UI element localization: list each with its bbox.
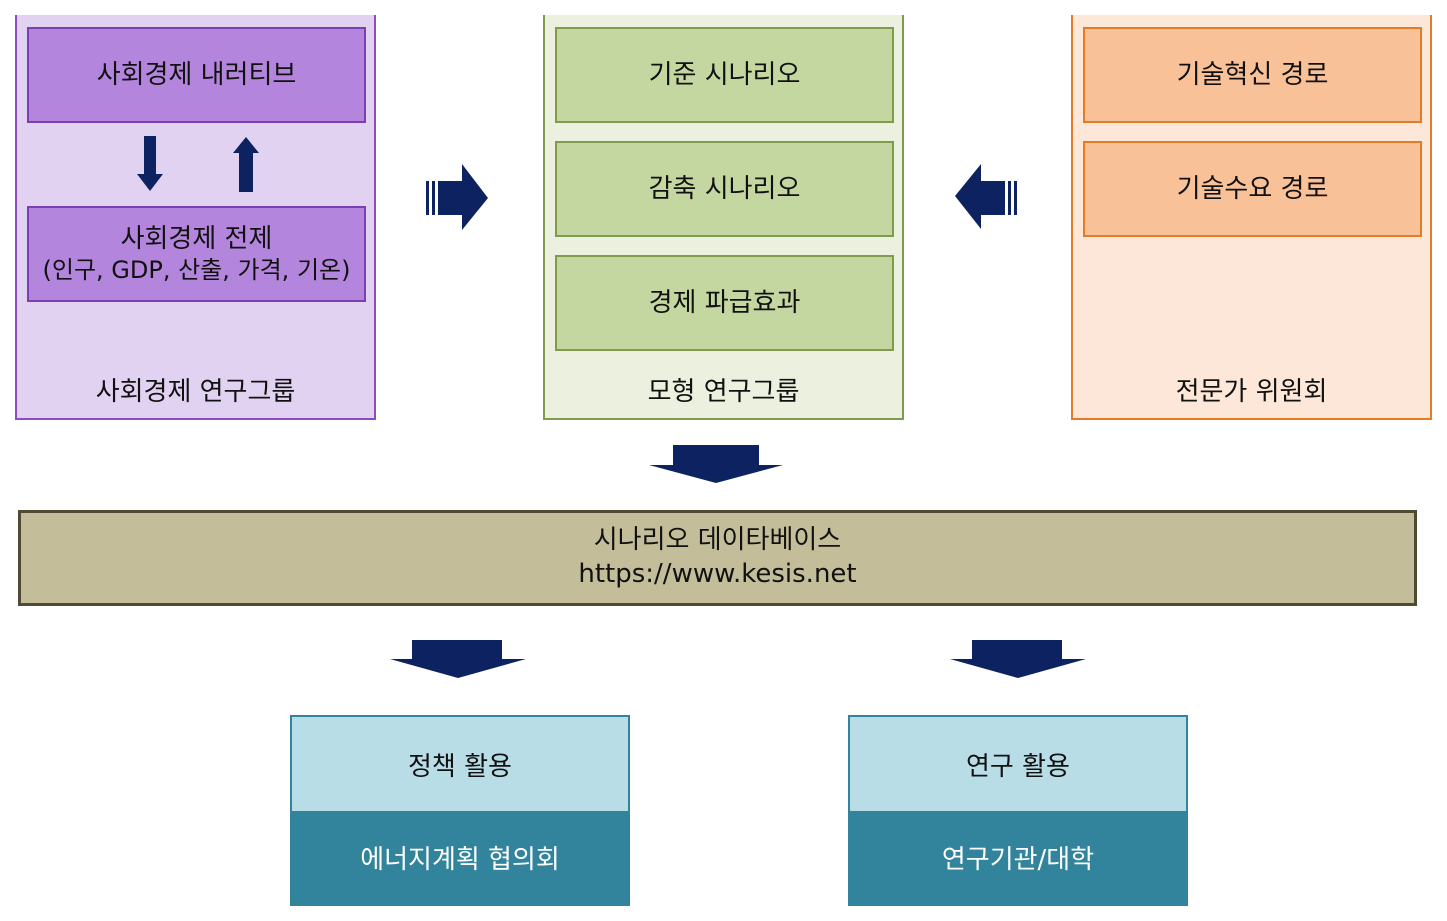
arrow-left-icon	[955, 164, 1017, 229]
socioeconomic-assumptions-box: 사회경제 전제 (인구, GDP, 산출, 가격, 기온)	[27, 206, 366, 302]
policy-use-body: 에너지계획 협의회	[292, 811, 628, 904]
economic-impact-box: 경제 파급효과	[555, 255, 894, 351]
research-use-label: 연구 활용	[966, 751, 1070, 782]
policy-use-label: 정책 활용	[408, 751, 512, 782]
arrow-left-shape	[955, 164, 1005, 229]
mitigation-scenario-label: 감축 시나리오	[648, 173, 801, 204]
tech-demand-path-label: 기술수요 경로	[1176, 173, 1329, 204]
arrow-down-icon	[137, 136, 163, 191]
baseline-scenario-box: 기준 시나리오	[555, 27, 894, 123]
tech-demand-path-box: 기술수요 경로	[1083, 141, 1422, 237]
arrow-right-stripe	[432, 181, 435, 215]
scenario-database-url[interactable]: https://www.kesis.net	[578, 559, 857, 589]
socioeconomic-narrative-label: 사회경제 내러티브	[96, 59, 297, 90]
arrow-down-shape	[950, 640, 1086, 678]
arrow-right-shape	[438, 164, 488, 230]
tech-innovation-path-label: 기술혁신 경로	[1176, 59, 1329, 90]
expert-committee-group: 기술혁신 경로 기술수요 경로 전문가 위원회	[1071, 15, 1432, 420]
socioeconomic-research-group: 사회경제 내러티브 사회경제 전제 (인구, GDP, 산출, 가격, 기온) …	[15, 15, 376, 420]
socioeconomic-group-label: 사회경제 연구그룹	[95, 377, 296, 407]
research-use-card: 연구 활용 연구기관/대학	[848, 715, 1188, 906]
arrow-right-stripe	[426, 181, 429, 215]
arrow-down-icon	[950, 640, 1086, 678]
arrow-down-icon	[649, 445, 783, 483]
research-institutes-label: 연구기관/대학	[941, 845, 1095, 875]
policy-use-card: 정책 활용 에너지계획 협의회	[290, 715, 630, 906]
research-use-header: 연구 활용	[850, 717, 1186, 811]
socioeconomic-narrative-box: 사회경제 내러티브	[27, 27, 366, 123]
arrow-down-shape	[390, 640, 526, 678]
arrow-down-icon	[390, 640, 526, 678]
expert-group-label: 전문가 위원회	[1175, 377, 1328, 407]
arrow-down-shape	[137, 136, 163, 191]
arrow-left-stripe	[1014, 181, 1017, 215]
research-use-body: 연구기관/대학	[850, 811, 1186, 904]
tech-innovation-path-box: 기술혁신 경로	[1083, 27, 1422, 123]
socioeconomic-assumptions-title: 사회경제 전제	[120, 223, 273, 254]
baseline-scenario-label: 기준 시나리오	[648, 59, 801, 90]
energy-planning-council-label: 에너지계획 협의회	[360, 845, 560, 875]
arrow-down-shape	[649, 445, 783, 483]
arrow-up-icon	[233, 137, 259, 192]
policy-use-header: 정책 활용	[292, 717, 628, 811]
socioeconomic-assumptions-subtitle: (인구, GDP, 산출, 가격, 기온)	[42, 256, 351, 285]
model-group-label: 모형 연구그룹	[647, 377, 800, 407]
model-research-group: 기준 시나리오 감축 시나리오 경제 파급효과 모형 연구그룹	[543, 15, 904, 420]
scenario-database-title: 시나리오 데이타베이스	[593, 525, 842, 556]
mitigation-scenario-box: 감축 시나리오	[555, 141, 894, 237]
arrow-right-icon	[426, 164, 488, 230]
economic-impact-label: 경제 파급효과	[648, 287, 801, 318]
arrow-up-shape	[233, 137, 259, 192]
scenario-database-box: 시나리오 데이타베이스 https://www.kesis.net	[18, 510, 1417, 606]
arrow-left-stripe	[1008, 181, 1011, 215]
